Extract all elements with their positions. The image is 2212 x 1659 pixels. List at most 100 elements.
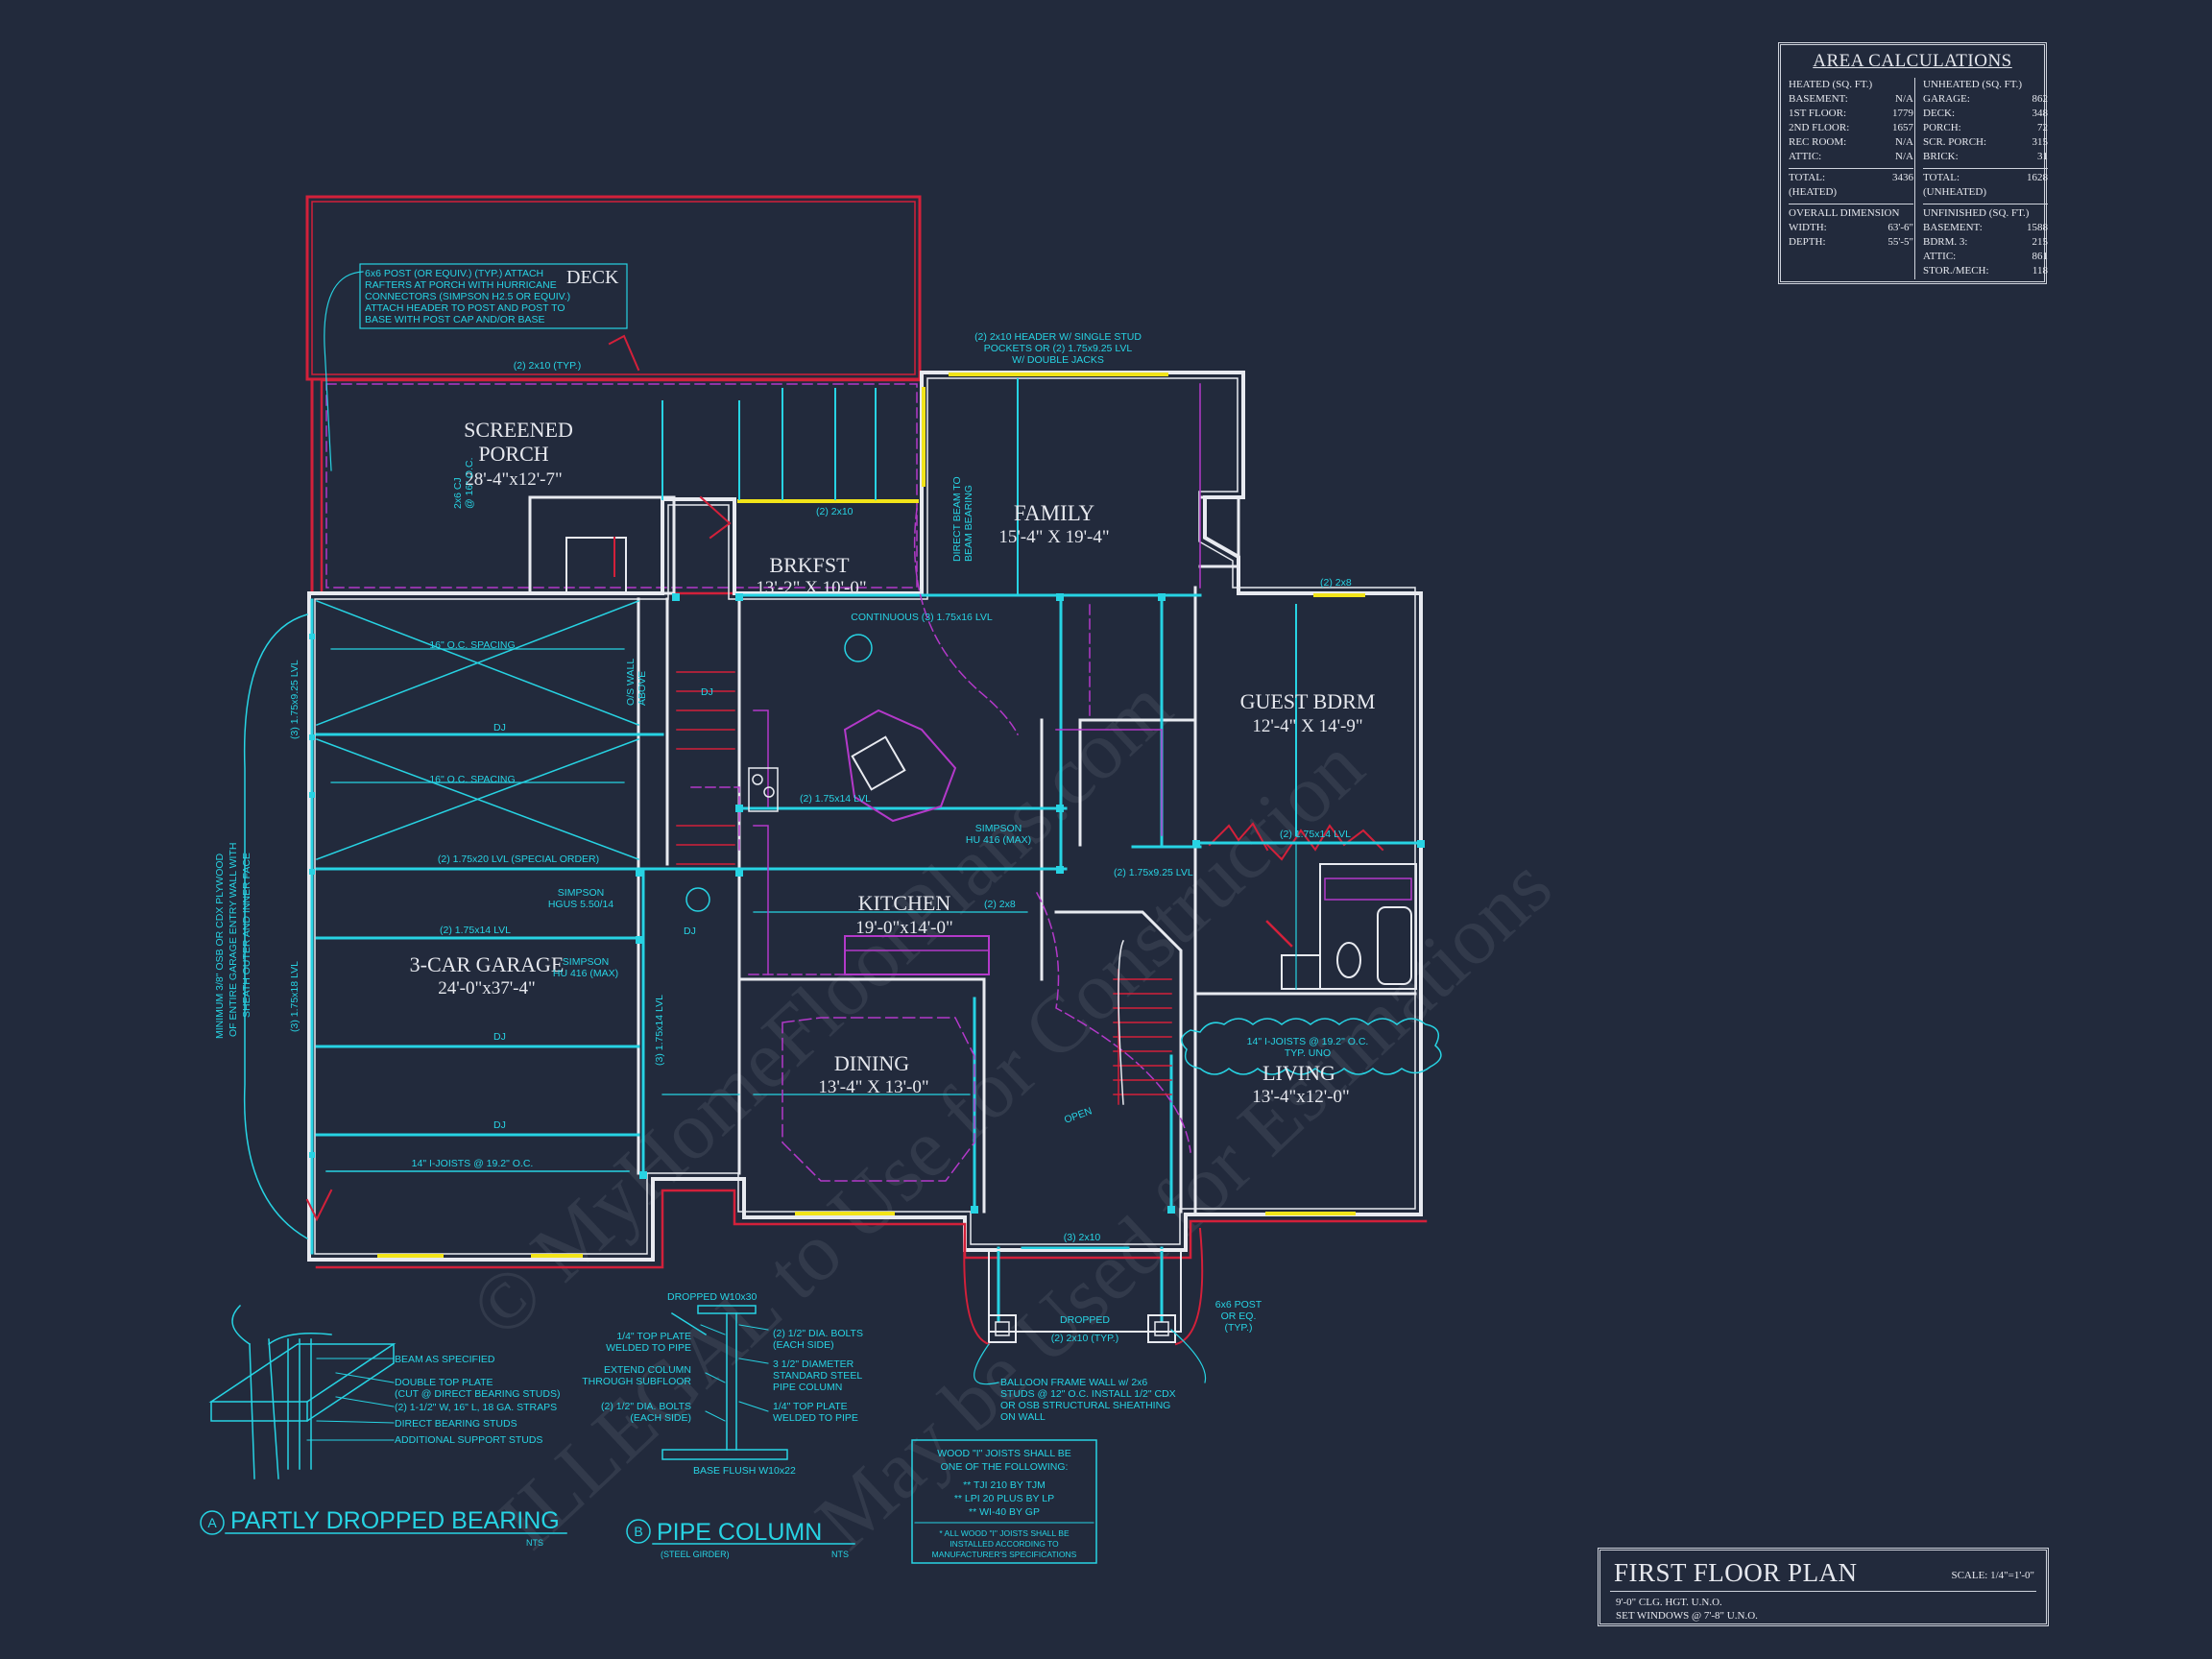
ijoist-garage-note: 14" I-JOISTS @ 19.2" O.C. xyxy=(412,1158,534,1169)
post-note-line-3: (TYP.) xyxy=(1225,1322,1253,1334)
joist-box-item-3: ** WI-40 BY GP xyxy=(969,1506,1040,1518)
cj-note-2: @ 16" O.C. xyxy=(464,458,475,509)
post-note-line-2: OR EQ. xyxy=(1221,1310,1257,1322)
ijoist-living-note-2: TYP. UNO xyxy=(1285,1047,1331,1059)
detail-b-left-4: THROUGH SUBFLOOR xyxy=(582,1376,691,1387)
detail-a-nts: NTS xyxy=(526,1538,543,1548)
dj-label-1: DJ xyxy=(493,722,506,733)
unheated-value: 31 xyxy=(2037,151,2048,162)
room-name-brkfst: BRKFST xyxy=(769,553,850,577)
continuous-lvl-note: CONTINUOUS (3) 1.75x16 LVL xyxy=(851,612,993,623)
detail-a-callout-4: (2) 1-1/2" W, 16" L, 18 GA. STRAPS xyxy=(395,1402,557,1413)
detail-a-marker: A xyxy=(207,1515,217,1530)
unheated-value: 72 xyxy=(2037,122,2048,133)
heated-value: N/A xyxy=(1895,93,1913,105)
detail-b-right-4: STANDARD STEEL xyxy=(773,1370,862,1382)
unfinished-value: 215 xyxy=(2032,236,2049,248)
room-dims-kitchen: 19'-0"x14'-0" xyxy=(855,918,953,938)
sheath-note-line-1: SHEATH OUTER AND INNER FACE xyxy=(241,853,252,1018)
unheated-total: 1628 xyxy=(2027,172,2048,183)
header-note-line-3: W/ DOUBLE JACKS xyxy=(1012,354,1104,366)
detail-b-right-5: PIPE COLUMN xyxy=(773,1382,842,1393)
front-header-note: (3) 2x10 xyxy=(1064,1232,1101,1243)
unheated-value: 315 xyxy=(2032,136,2049,148)
lvl-kitchen-beam: (2) 1.75x14 LVL xyxy=(800,793,871,805)
deck-note-line-2: RAFTERS AT PORCH WITH HURRICANE xyxy=(365,279,557,291)
room-name-kitchen: KITCHEN xyxy=(858,891,951,915)
header-note-line-1: (2) 2x10 HEADER W/ SINGLE STUD xyxy=(974,331,1142,343)
detail-b-right-3: 3 1/2" DIAMETER xyxy=(773,1358,854,1370)
balloon-note-line-1: BALLOON FRAME WALL w/ 2x6 xyxy=(1000,1377,1147,1388)
detail-b-left-6: (EACH SIDE) xyxy=(630,1412,691,1424)
lvl-garage2-note: (3) 1.75x18 LVL xyxy=(289,961,301,1032)
joist-box-line-2: ONE OF THE FOLLOWING: xyxy=(941,1461,1069,1473)
unheated-label: DECK: xyxy=(1923,108,1955,119)
detail-b-marker: B xyxy=(634,1524,642,1539)
unheated-column: UNHEATED (SQ. FT.) GARAGE:862 DECK:348 P… xyxy=(1923,78,2048,278)
simpson-hgus-note-1: SIMPSON xyxy=(558,887,604,899)
simpson-hu-garage-2: HU 416 (MAX) xyxy=(553,968,618,979)
two-x8-b-note: (2) 2x8 xyxy=(1320,577,1352,589)
room-name-deck: DECK xyxy=(566,267,619,288)
unheated-label: SCR. PORCH: xyxy=(1923,136,1987,148)
deck-note-line-3: CONNECTORS (SIMPSON H2.5 OR EQUIV.) xyxy=(365,291,570,302)
heated-value: N/A xyxy=(1895,136,1913,148)
joist-box-note-1: * ALL WOOD "I" JOISTS SHALL BE xyxy=(939,1528,1070,1538)
dj-label-4: DJ xyxy=(684,926,696,937)
room-name-guest-bdrm: GUEST BDRM xyxy=(1240,689,1376,713)
ceiling-note: 9'-0" CLG. HGT. U.N.O. xyxy=(1616,1597,1722,1608)
room-dims-garage: 24'-0"x37'-4" xyxy=(438,978,536,998)
width-label: WIDTH: xyxy=(1789,222,1827,233)
detail-b-nts: NTS xyxy=(831,1550,849,1559)
unheated-value: 862 xyxy=(2032,93,2049,105)
deck-note-line-1: 6x6 POST (OR EQUIV.) (TYP.) ATTACH xyxy=(365,268,543,279)
typ-2x10-front: (2) 2x10 (TYP.) xyxy=(1051,1333,1118,1344)
plan-scale: SCALE: 1/4"=1'-0" xyxy=(1951,1570,2034,1581)
heated-label: REC ROOM: xyxy=(1789,136,1847,148)
unfinished-value: 861 xyxy=(2032,251,2049,262)
ijoist-living-note-1: 14" I-JOISTS @ 19.2" O.C. xyxy=(1247,1036,1369,1047)
room-name-garage: 3-CAR GARAGE xyxy=(410,952,565,976)
unheated-header: UNHEATED (SQ. FT.) xyxy=(1923,79,2023,90)
detail-b-right-2: (EACH SIDE) xyxy=(773,1339,834,1351)
heated-total: 3436 xyxy=(1892,172,1913,183)
balloon-note-line-2: STUDS @ 12" O.C. INSTALL 1/2" CDX xyxy=(1000,1388,1176,1400)
detail-b-right-1: (2) 1/2" DIA. BOLTS xyxy=(773,1328,863,1339)
unheated-label: GARAGE: xyxy=(1923,93,1970,105)
lvl-guest-beam: (2) 1.75x14 LVL xyxy=(1280,829,1351,840)
joist-box-line-1: WOOD "I" JOISTS SHALL BE xyxy=(937,1448,1071,1459)
spacing-note-2: 16" O.C. SPACING xyxy=(429,774,515,785)
detail-b-left-3: EXTEND COLUMN xyxy=(604,1364,691,1376)
deck-note-line-4: ATTACH HEADER TO POST AND POST TO xyxy=(365,302,565,314)
dj-label-2: DJ xyxy=(493,1031,506,1043)
dropped-note: DROPPED xyxy=(1060,1314,1110,1326)
simpson-hu-garage-1: SIMPSON xyxy=(563,956,609,968)
unfinished-label: STOR./MECH: xyxy=(1923,265,1989,276)
post-note-line-1: 6x6 POST xyxy=(1215,1299,1262,1310)
unfinished-value: 118 xyxy=(2032,265,2048,276)
sheath-note-line-3: MINIMUM 3/8" OSB OR CDX PLYWOOD xyxy=(214,853,226,1039)
sheath-note-line-2: OF ENTIRE GARAGE ENTRY WALL WITH xyxy=(228,843,239,1037)
area-calc-title: AREA CALCULATIONS xyxy=(1813,51,2012,71)
depth-value: 55'-5" xyxy=(1887,236,1913,248)
plan-title: FIRST FLOOR PLAN xyxy=(1614,1558,1858,1587)
heated-header: HEATED (SQ. FT.) xyxy=(1789,79,1873,90)
title-block: FIRST FLOOR PLAN SCALE: 1/4"=1'-0" 9'-0"… xyxy=(1598,1548,2049,1626)
detail-b-sub: (STEEL GIRDER) xyxy=(661,1550,730,1559)
lvl-garage3-note: (3) 1.75x14 LVL xyxy=(654,995,665,1066)
window-note: SET WINDOWS @ 7'-8" U.N.O. xyxy=(1616,1610,1758,1622)
heated-value: N/A xyxy=(1895,151,1913,162)
depth-label: DEPTH: xyxy=(1789,236,1826,248)
deck-note-line-5: BASE WITH POST CAP AND/OR BASE xyxy=(365,314,545,325)
heated-value: 1657 xyxy=(1892,122,1913,133)
unheated-total-label: TOTAL: xyxy=(1923,172,1960,183)
header-note-line-2: POCKETS OR (2) 1.75x9.25 LVL xyxy=(984,343,1133,354)
detail-a-title: PARTLY DROPPED BEARING xyxy=(230,1507,560,1534)
room-dims-living: 13'-4"x12'-0" xyxy=(1252,1087,1350,1107)
spacing-note-1: 16" O.C. SPACING xyxy=(429,639,515,651)
joist-box-item-2: ** LPI 20 PLUS BY LP xyxy=(954,1493,1054,1504)
dj-label-5: DJ xyxy=(701,686,713,698)
detail-b-left-1: 1/4" TOP PLATE xyxy=(616,1331,691,1342)
detail-b-left-5: (2) 1/2" DIA. BOLTS xyxy=(601,1401,691,1412)
